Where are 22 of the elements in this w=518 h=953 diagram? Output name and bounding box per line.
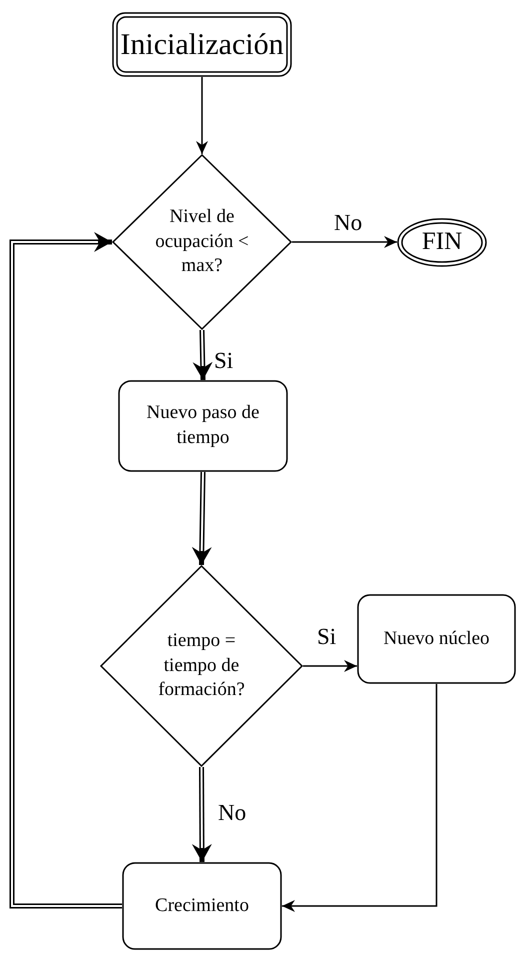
end-ellipse — [397, 218, 487, 267]
arrow — [192, 472, 212, 566]
arrow — [292, 236, 397, 248]
node-text: FIN — [422, 227, 462, 258]
node-text: Nuevo núcleo — [383, 626, 490, 651]
start-box — [112, 12, 292, 77]
process-box — [122, 862, 282, 950]
process-box — [357, 594, 516, 684]
arrow — [303, 660, 357, 672]
node-text: Nuevo paso de tiempo — [146, 401, 260, 450]
node-text: Inicialización — [120, 27, 284, 63]
arrow — [10, 232, 122, 908]
node-text: tiempo = tiempo de formación? — [157, 628, 246, 702]
decision-diamond — [100, 565, 303, 767]
node-text: Nivel de ocupación < max? — [154, 204, 250, 278]
arrow — [196, 77, 208, 154]
arrow — [192, 330, 213, 380]
node-text: Crecimiento — [155, 894, 249, 918]
process-box — [118, 380, 288, 472]
arrow — [282, 684, 438, 912]
arrow — [192, 766, 212, 862]
decision-diamond — [112, 154, 292, 330]
